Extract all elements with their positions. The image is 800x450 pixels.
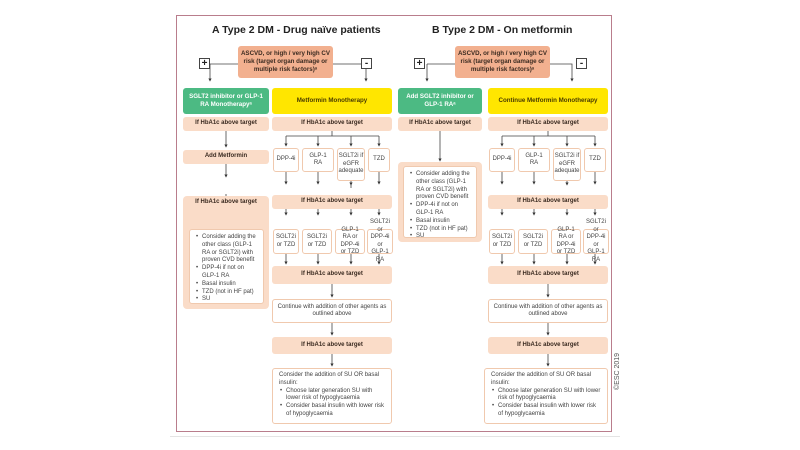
list-item: Choose later generation SU with lower ri… <box>492 388 601 404</box>
panel-b-option-tzd: TZD <box>584 148 606 172</box>
panel-b-combo-3: GLP-1 RA or DPP-4i or TZD <box>551 227 581 255</box>
panel-a-add-metformin: Add Metformin <box>183 150 269 164</box>
panel-a-option-sglt2i: SGLT2i if eGFR adequate <box>337 148 365 181</box>
panel-b-option-sglt2i: SGLT2i if eGFR adequate <box>553 148 581 181</box>
panel-b-minus-sign: - <box>576 58 587 69</box>
panel-a-left-hba1c-2: If HbA1c above target <box>195 199 257 206</box>
list-item: SU <box>196 296 258 304</box>
final-intro: Consider the addition of SU OR basal ins… <box>279 372 380 386</box>
panel-a-left-options-list: Consider adding the other class (GLP-1 R… <box>189 229 264 304</box>
list-item: Basal insulin <box>410 218 471 226</box>
panel-b-combo-1: SGLT2i or TZD <box>489 229 515 254</box>
panel-a-option-tzd: TZD <box>368 148 390 172</box>
panel-b-title: B Type 2 DM - On metformin <box>432 24 573 36</box>
panel-a-combo-1: SGLT2i or TZD <box>273 229 299 254</box>
panel-a-option-dpp4i: DPP-4i <box>273 148 299 172</box>
panel-a-right-hba1c-1: If HbA1c above target <box>272 117 392 131</box>
panel-a-title: A Type 2 DM - Drug naïve patients <box>212 24 381 36</box>
panel-a-combo-3: GLP-1 RA or DPP-4i or TZD <box>335 227 365 255</box>
divider <box>170 436 620 437</box>
panel-b-option-dpp4i: DPP-4i <box>489 148 515 172</box>
panel-a-right-hba1c-4: If HbA1c above target <box>272 337 392 354</box>
list-item: Choose later generation SU with lower ri… <box>280 388 385 404</box>
list-item: SU <box>410 233 471 241</box>
panel-b-combo-2: SGLT2i or TZD <box>518 229 548 254</box>
list-item: DPP-4i if not on GLP-1 RA <box>196 265 258 281</box>
panel-b-left-hba1c-1: If HbA1c above target <box>398 117 482 131</box>
list-item: Basal insulin <box>196 281 258 289</box>
panel-a-combo-4: SGLT2i or DPP-4i or GLP-1 RA <box>367 219 393 263</box>
panel-b-combo-4: SGLT2i or DPP-4i or GLP-1 RA <box>583 219 609 263</box>
panel-b-plus-sign: + <box>414 58 425 69</box>
panel-a-metformin-monotherapy: Metformin Monotherapy <box>272 88 392 114</box>
list-item: Consider adding the other class (GLP-1 R… <box>410 171 471 202</box>
panel-a-right-hba1c-3: If HbA1c above target <box>272 266 392 284</box>
panel-b-continue-metformin: Continue Metformin Monotherapy <box>488 88 608 114</box>
panel-b-right-hba1c-4: If HbA1c above target <box>488 337 608 354</box>
panel-a-risk-box: ASCVD, or high / very high CV risk (targ… <box>238 46 333 78</box>
panel-a-right-hba1c-2: If HbA1c above target <box>272 195 392 209</box>
list-item: Consider basal insulin with lower risk o… <box>492 403 601 419</box>
panel-b-final-box: Consider the addition of SU OR basal ins… <box>484 368 608 424</box>
panel-a-combo-2: SGLT2i or TZD <box>302 229 332 254</box>
panel-b-risk-box: ASCVD, or high / very high CV risk (targ… <box>455 46 550 78</box>
final-intro: Consider the addition of SU OR basal ins… <box>491 372 592 386</box>
panel-b-add-sglt2-glp1: Add SGLT2 inhibitor or GLP-1 RAᵃ <box>398 88 482 114</box>
panel-a-option-glp1ra: GLP-1 RA <box>302 148 334 172</box>
list-item: TZD (not in HF pat) <box>196 289 258 297</box>
copyright-label: ©ESC 2019 <box>614 352 621 390</box>
panel-a-final-box: Consider the addition of SU OR basal ins… <box>272 368 392 424</box>
list-item: Consider adding the other class (GLP-1 R… <box>196 234 258 265</box>
panel-b-left-options-list: Consider adding the other class (GLP-1 R… <box>403 166 477 241</box>
panel-a-sglt2-glp1-monotherapy: SGLT2 inhibitor or GLP-1 RA Monotherapyᵃ <box>183 88 269 114</box>
list-item: TZD (not in HF pat) <box>410 226 471 234</box>
panel-a-plus-sign: + <box>199 58 210 69</box>
panel-b-right-hba1c-3: If HbA1c above target <box>488 266 608 284</box>
panel-b-right-hba1c-1: If HbA1c above target <box>488 117 608 131</box>
panel-b-continue-box: Continue with addition of other agents a… <box>488 299 608 323</box>
panel-a-left-hba1c-1: If HbA1c above target <box>183 117 269 131</box>
list-item: DPP-4i if not on GLP-1 RA <box>410 202 471 218</box>
panel-a-continue-box: Continue with addition of other agents a… <box>272 299 392 323</box>
panel-b-option-glp1ra: GLP-1 RA <box>518 148 550 172</box>
list-item: Consider basal insulin with lower risk o… <box>280 403 385 419</box>
panel-b-right-hba1c-2: If HbA1c above target <box>488 195 608 209</box>
panel-a-minus-sign: - <box>361 58 372 69</box>
